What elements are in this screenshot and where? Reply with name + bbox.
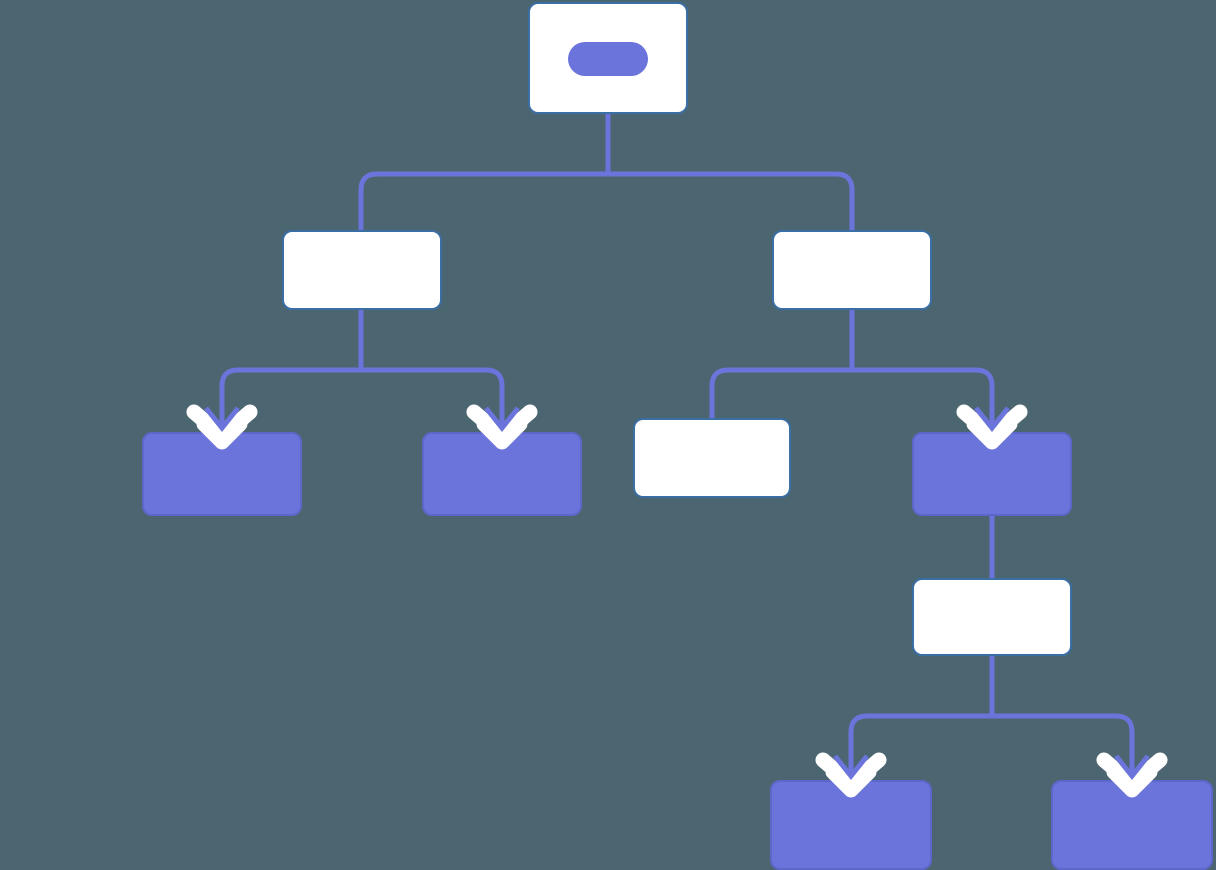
node-l1-b[interactable] [772,230,932,310]
connector-edge [608,171,855,310]
node-l4-a[interactable] [770,780,932,870]
connector-edge [992,713,1135,780]
connector-edge [358,171,608,310]
node-l2-b[interactable] [422,432,582,516]
connector-edge [852,367,995,432]
connector-edge [219,310,364,432]
connector-edge [709,310,855,418]
node-root[interactable] [528,2,688,114]
node-l2-c[interactable] [633,418,791,498]
root-node-pill-badge [568,42,648,76]
node-l4-b[interactable] [1051,780,1213,870]
connector-edge [848,656,995,780]
node-l3-a[interactable] [912,578,1072,656]
node-l2-a[interactable] [142,432,302,516]
node-l1-a[interactable] [282,230,442,310]
node-l2-d[interactable] [912,432,1072,516]
connector-edge [361,367,505,432]
